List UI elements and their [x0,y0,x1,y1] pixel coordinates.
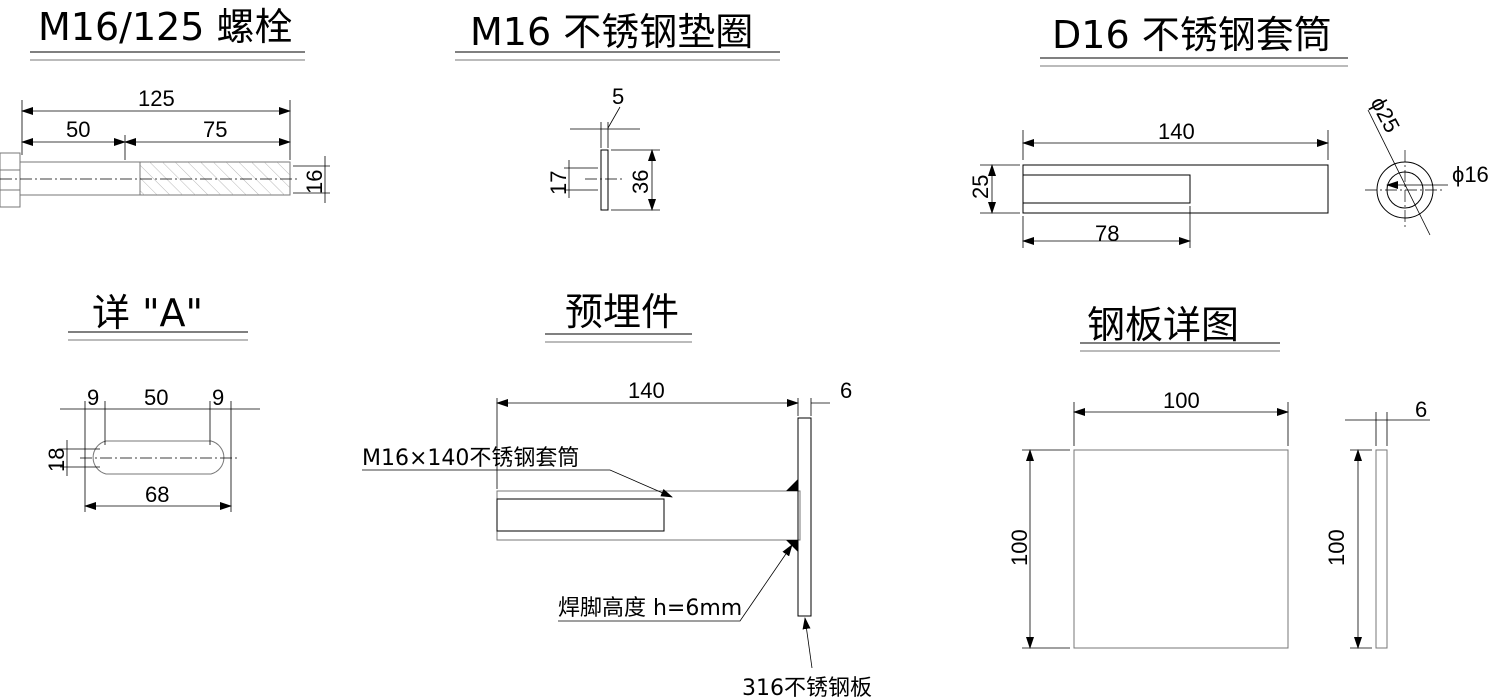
slot-width: 18 [44,448,69,472]
bolt-diameter: 16 [302,170,327,194]
plate-detail-title: 钢板详图 [1087,303,1239,347]
leader-line [558,544,793,622]
embed-sleeve-label: M16×140不锈钢套筒 [362,446,579,471]
leader-line [802,617,813,669]
washer-thickness: 5 [612,84,624,109]
plate-side [1375,449,1388,649]
slot-center-length: 50 [144,385,168,410]
slot-left-offset: 9 [87,385,99,410]
detail-a-title-group: 详 "A" [68,291,248,341]
sleeve-section [1022,164,1329,214]
weld-mark [786,540,798,552]
sleeve-title-group: D16 不锈钢套筒 [1040,13,1348,67]
embed-length: 140 [628,378,665,403]
plate-height: 100 [1007,529,1032,566]
sleeve-length: 140 [1158,119,1195,144]
detail-a-title: 详 "A" [92,291,203,335]
slot-outline [92,440,225,475]
sleeve-bore [1022,174,1191,204]
plate-width: 100 [1163,388,1200,413]
washer-hole-dia: 17 [546,171,571,195]
slot-right-offset: 9 [212,385,224,410]
bolt-head [0,152,21,208]
detail-a-drawing: 9 50 9 68 18 [44,385,260,512]
sleeve-outer-dia: ϕ25 [1366,93,1405,137]
embed-sleeve-bore [496,498,665,532]
washer-title-group: M16 不锈钢垫圈 [455,10,780,61]
slot-total-length: 68 [145,482,169,507]
plate-face [1073,449,1289,649]
bolt-thread-length: 75 [203,117,227,142]
plate-thickness: 6 [1415,397,1427,422]
bolt-thread [140,162,290,195]
sleeve-drawing: 140 25 78 ϕ25 ϕ16 [968,93,1489,248]
embed-title: 预埋件 [565,290,679,334]
bolt-title: M16/125 螺栓 [38,5,293,49]
embed-title-group: 预埋件 [545,290,692,343]
bolt-head-part-length: 50 [66,117,90,142]
plate-drawing: 100 100 100 6 [1007,388,1430,649]
washer-outer-dia: 36 [628,170,653,194]
sleeve-inner-dia: ϕ16 [1452,162,1489,187]
washer-drawing: 5 17 36 [546,84,660,211]
leader-line [607,106,621,129]
embed-sleeve-section [496,490,801,541]
sleeve-height: 25 [968,175,993,199]
weld-mark [786,479,798,491]
weld-label: 焊脚高度 h=6mm [558,596,742,621]
sleeve-title: D16 不锈钢套筒 [1052,13,1332,57]
bolt-total-length: 125 [138,86,175,111]
plate-title-group: 钢板详图 [1080,303,1280,352]
embed-drawing: 140 6 M16×140不锈钢套筒 焊脚高度 h=6mm 316不锈钢板 [362,378,872,700]
washer-title: M16 不锈钢垫圈 [470,10,753,54]
leader-line [362,469,673,498]
embed-plate [797,417,812,617]
dim-line [1367,109,1431,236]
washer-section [600,149,609,211]
plate-side-height: 100 [1324,529,1349,566]
bolt-drawing: 125 50 75 16 [0,86,330,208]
plate-material-label: 316不锈钢板 [742,676,872,700]
embed-plate-thickness: 6 [840,378,852,403]
sleeve-bore-depth: 78 [1095,221,1119,246]
bolt-title-group: M16/125 螺栓 [30,5,305,61]
